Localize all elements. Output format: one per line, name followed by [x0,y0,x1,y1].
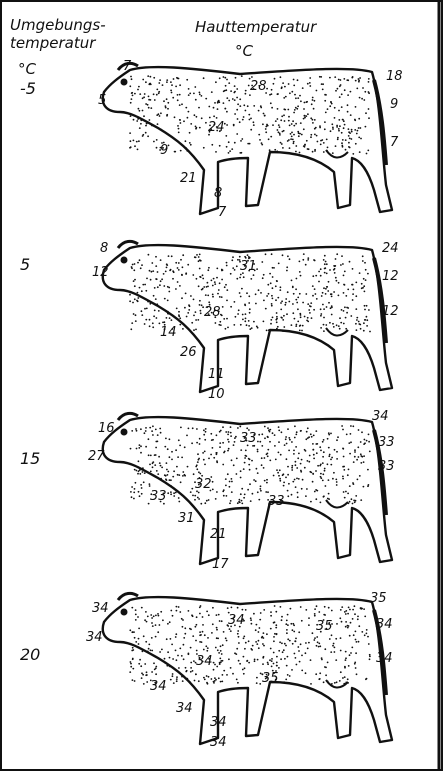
skin-temp-label: 34 [150,679,167,694]
skin-temp-label: 33 [150,489,167,504]
eye [121,609,128,616]
ambient-temperature-4: 20 [20,645,40,664]
skin-temp-label: 8 [100,241,108,256]
skin-temp-label: 17 [212,557,229,572]
cow-panel-4 [103,593,392,744]
skin-temp-label: 28 [250,79,267,94]
skin-temp-label: 14 [160,325,177,340]
eye [121,79,128,86]
skin-temp-label: 7 [123,59,132,74]
skin-temp-label: 26 [180,345,197,360]
eye [121,429,128,436]
skin-temp-label: 7 [390,135,399,150]
skin-temp-label: 33 [240,431,257,446]
skin-temp-label: 33 [268,494,285,509]
ambient-temperature-2: 5 [20,255,30,274]
skin-temp-label: 33 [378,435,395,450]
skin-temp-label: 12 [382,269,399,284]
skin-temp-label: 34 [176,701,193,716]
skin-temp-label: 34 [376,651,393,666]
skin-temp-label: 24 [208,120,225,135]
skin-temp-label: 34 [196,654,213,669]
skin-temp-label: 8 [214,186,222,201]
cow-panel-1 [103,63,392,214]
skin-temp-label: 31 [178,511,195,526]
skin-temp-label: 35 [262,671,279,686]
skin-temp-label: 34 [92,601,109,616]
udder [326,328,348,336]
skin-temp-label: 34 [228,613,245,628]
cow-outline [103,67,392,214]
ambient-temperature-3: 15 [20,449,40,468]
skin-temp-label: 18 [386,69,403,84]
skin-temp-label: 33 [378,459,395,474]
skin-temp-label: 34 [210,735,227,750]
skin-temp-label: 31 [240,259,257,274]
skin-temp-label: 34 [86,630,103,645]
skin-temp-label: 21 [210,527,227,542]
skin-temp-label: 12 [382,304,399,319]
skin-temp-label: 27 [88,449,105,464]
skin-temp-label: 35 [316,619,333,634]
skin-temp-label: 11 [208,367,225,382]
skin-temp-label: 28 [204,305,221,320]
eye [121,257,128,264]
skin-temp-label: 21 [180,171,197,186]
skin-temp-label: 35 [370,591,387,606]
udder [326,150,348,158]
skin-temp-label: 34 [376,617,393,632]
skin-temp-label: 9 [160,143,168,158]
skin-temp-label: 7 [218,205,227,220]
skin-temp-label: 9 [390,97,398,112]
skin-temp-label: 34 [372,409,389,424]
skin-temp-label: 24 [382,241,399,256]
ambient-temperature-1: -5 [20,79,36,98]
udder [326,500,348,508]
skin-temp-label: 16 [98,421,115,436]
skin-temp-label: 10 [208,387,225,402]
skin-temp-label: 12 [92,265,109,280]
skin-temp-label: 5 [98,93,106,108]
cow-outline [103,597,392,744]
stipple-pattern [129,605,370,685]
skin-temp-label: 34 [210,715,227,730]
skin-temp-label: 32 [195,477,212,492]
